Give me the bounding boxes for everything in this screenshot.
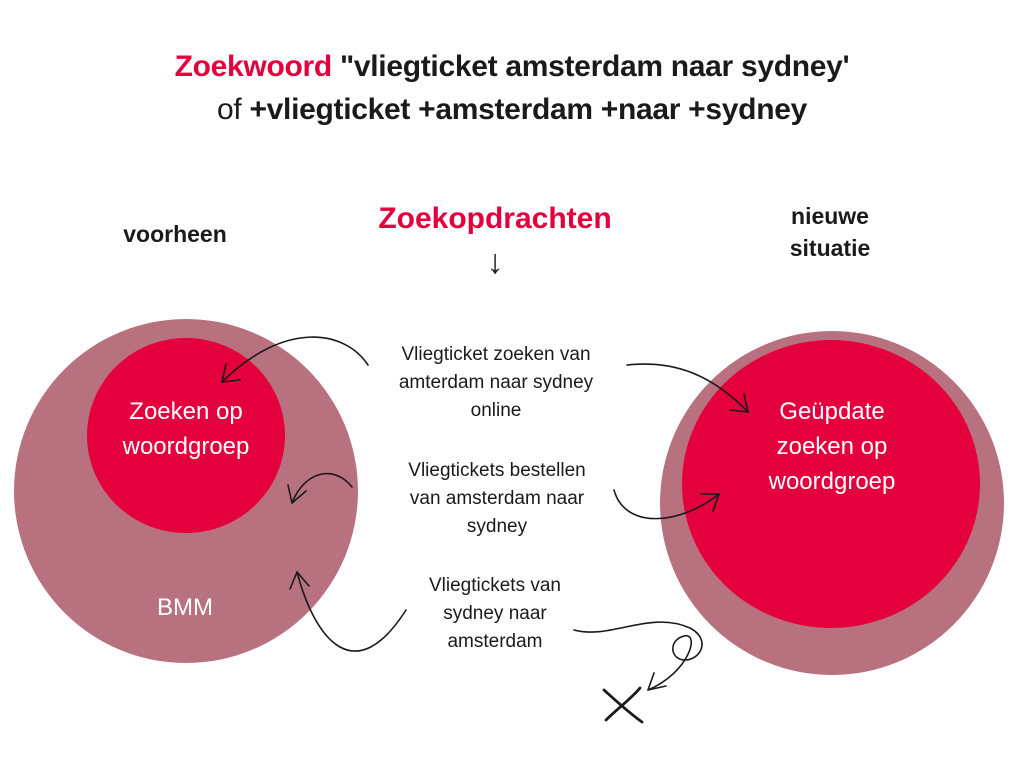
query-2: Vliegtickets bestellen van amsterdam naa… [372, 457, 622, 541]
query-3-line-1: Vliegtickets van [428, 575, 561, 596]
query-1-line-1: Vliegticket zoeken van [401, 344, 591, 365]
updated-line-3: woordgroep [768, 468, 896, 495]
query-1-line-2: amterdam naar sydney [398, 372, 594, 393]
query-1: Vliegticket zoeken van amterdam naar syd… [366, 341, 626, 425]
label-new-situation: nieuwe situatie [745, 200, 915, 264]
or-word: of [216, 93, 242, 126]
query-3-line-2: sydney naar [443, 603, 547, 624]
queries-heading: Zoekopdrachten [378, 202, 612, 235]
updated-line-1: Geüpdate [779, 398, 885, 425]
title-line-1: Zoekwoord "vliegticket amsterdam naar sy… [0, 48, 1024, 86]
query-2-line-3: sydney [466, 516, 528, 537]
label-new-line-2: situatie [789, 235, 871, 261]
rejected-cross-icon [602, 686, 644, 724]
arrowhead-query3-cross [647, 672, 667, 691]
label-before: voorheen [123, 221, 227, 247]
keyword-phrase: "vliegticket amsterdam naar sydney' [331, 50, 850, 83]
phrase-search-line-2: woordgroep [122, 433, 250, 460]
keyword-label: Zoekwoord [174, 50, 333, 83]
query-3: Vliegtickets van sydney naar amsterdam [390, 572, 600, 656]
down-arrow-icon: ↓ [486, 243, 504, 281]
updated-phrase-search-label: Geüpdate zoeken op woordgroep [720, 394, 944, 499]
title-line-2: of +vliegticket +amsterdam +naar +sydney [0, 91, 1024, 129]
query-2-line-1: Vliegtickets bestellen [408, 460, 586, 481]
modified-phrase: +vliegticket +amsterdam +naar +sydney [241, 93, 807, 126]
query-1-line-3: online [470, 400, 522, 421]
label-new-line-1: nieuwe [791, 203, 869, 229]
phrase-search-label: Zoeken op woordgroep [100, 394, 272, 464]
query-3-line-3: amsterdam [447, 631, 543, 652]
query-2-line-2: van amsterdam naar [409, 488, 585, 509]
updated-line-2: zoeken op [776, 433, 888, 460]
phrase-search-line-1: Zoeken op [129, 398, 243, 425]
bmm-label: BMM [157, 594, 213, 621]
